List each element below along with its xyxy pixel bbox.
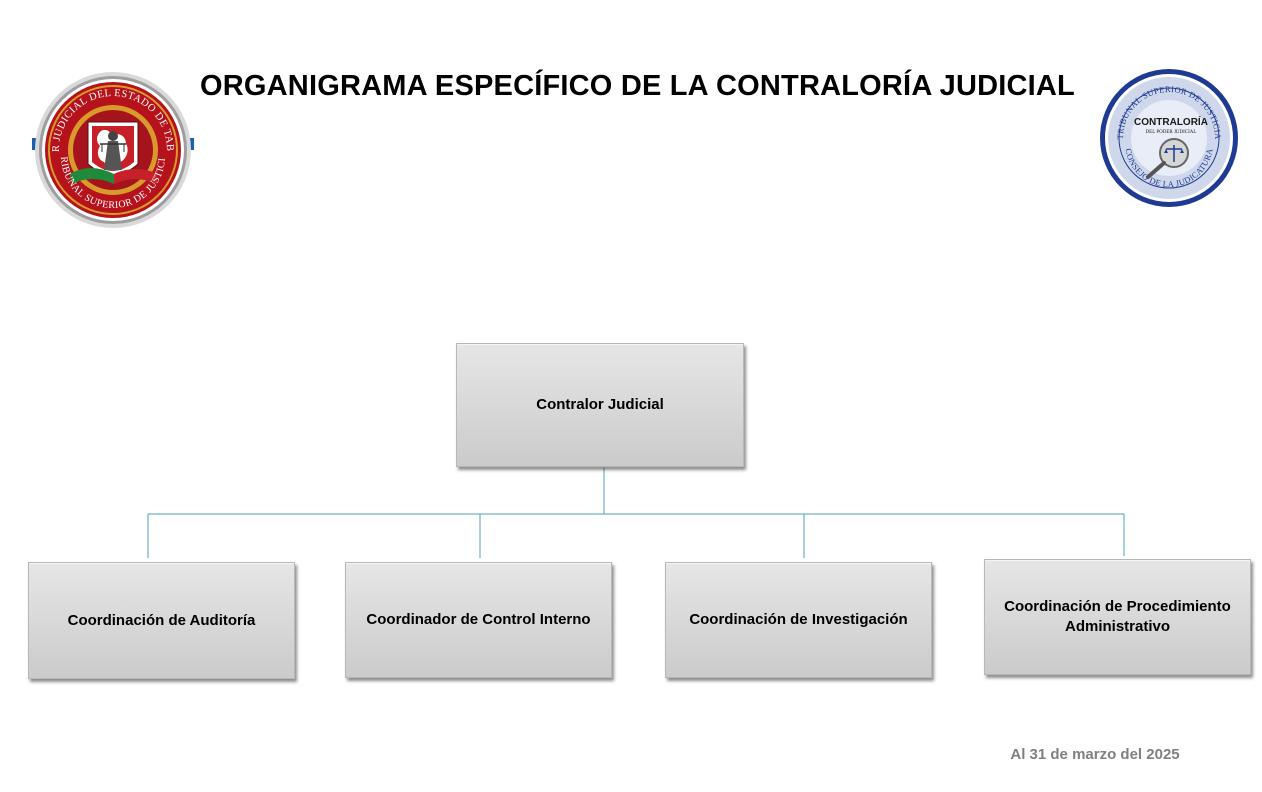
contraloria-seal-logo: TRIBUNAL SUPERIOR DE JUSTICIA CONSEJO DE…: [1100, 69, 1238, 207]
org-box-coordinacion-investigacion: Coordinación de Investigación: [665, 562, 932, 678]
page-title: ORGANIGRAMA ESPECÍFICO DE LA CONTRALORÍA…: [200, 70, 1075, 102]
poder-judicial-seal-logo: PODER JUDICIAL DEL ESTADO DE TABASCO TRI…: [30, 70, 194, 228]
right-seal-center-subtitle: DEL PODER JUDICIAL: [1146, 130, 1197, 135]
org-box-label: Coordinación de Investigación: [689, 611, 908, 628]
footer-date: Al 31 de marzo del 2025: [1010, 746, 1180, 763]
org-box-coordinacion-auditoria: Coordinación de Auditoría: [28, 562, 295, 679]
org-box-coordinacion-procedimiento-administrativo: Coordinación de Procedimiento Administra…: [984, 559, 1251, 675]
org-box-label: Coordinación de Procedimiento Administra…: [1004, 598, 1231, 635]
org-box-coordinador-control-interno: Coordinador de Control Interno: [345, 562, 612, 678]
right-seal-center-title: CONTRALORÍA: [1134, 115, 1208, 128]
org-box-label: Contralor Judicial: [536, 396, 664, 413]
org-box-label: Coordinación de Auditoría: [67, 611, 256, 629]
org-box-label: Coordinador de Control Interno: [366, 611, 591, 628]
org-box-contralor-judicial: Contralor Judicial: [456, 343, 744, 467]
